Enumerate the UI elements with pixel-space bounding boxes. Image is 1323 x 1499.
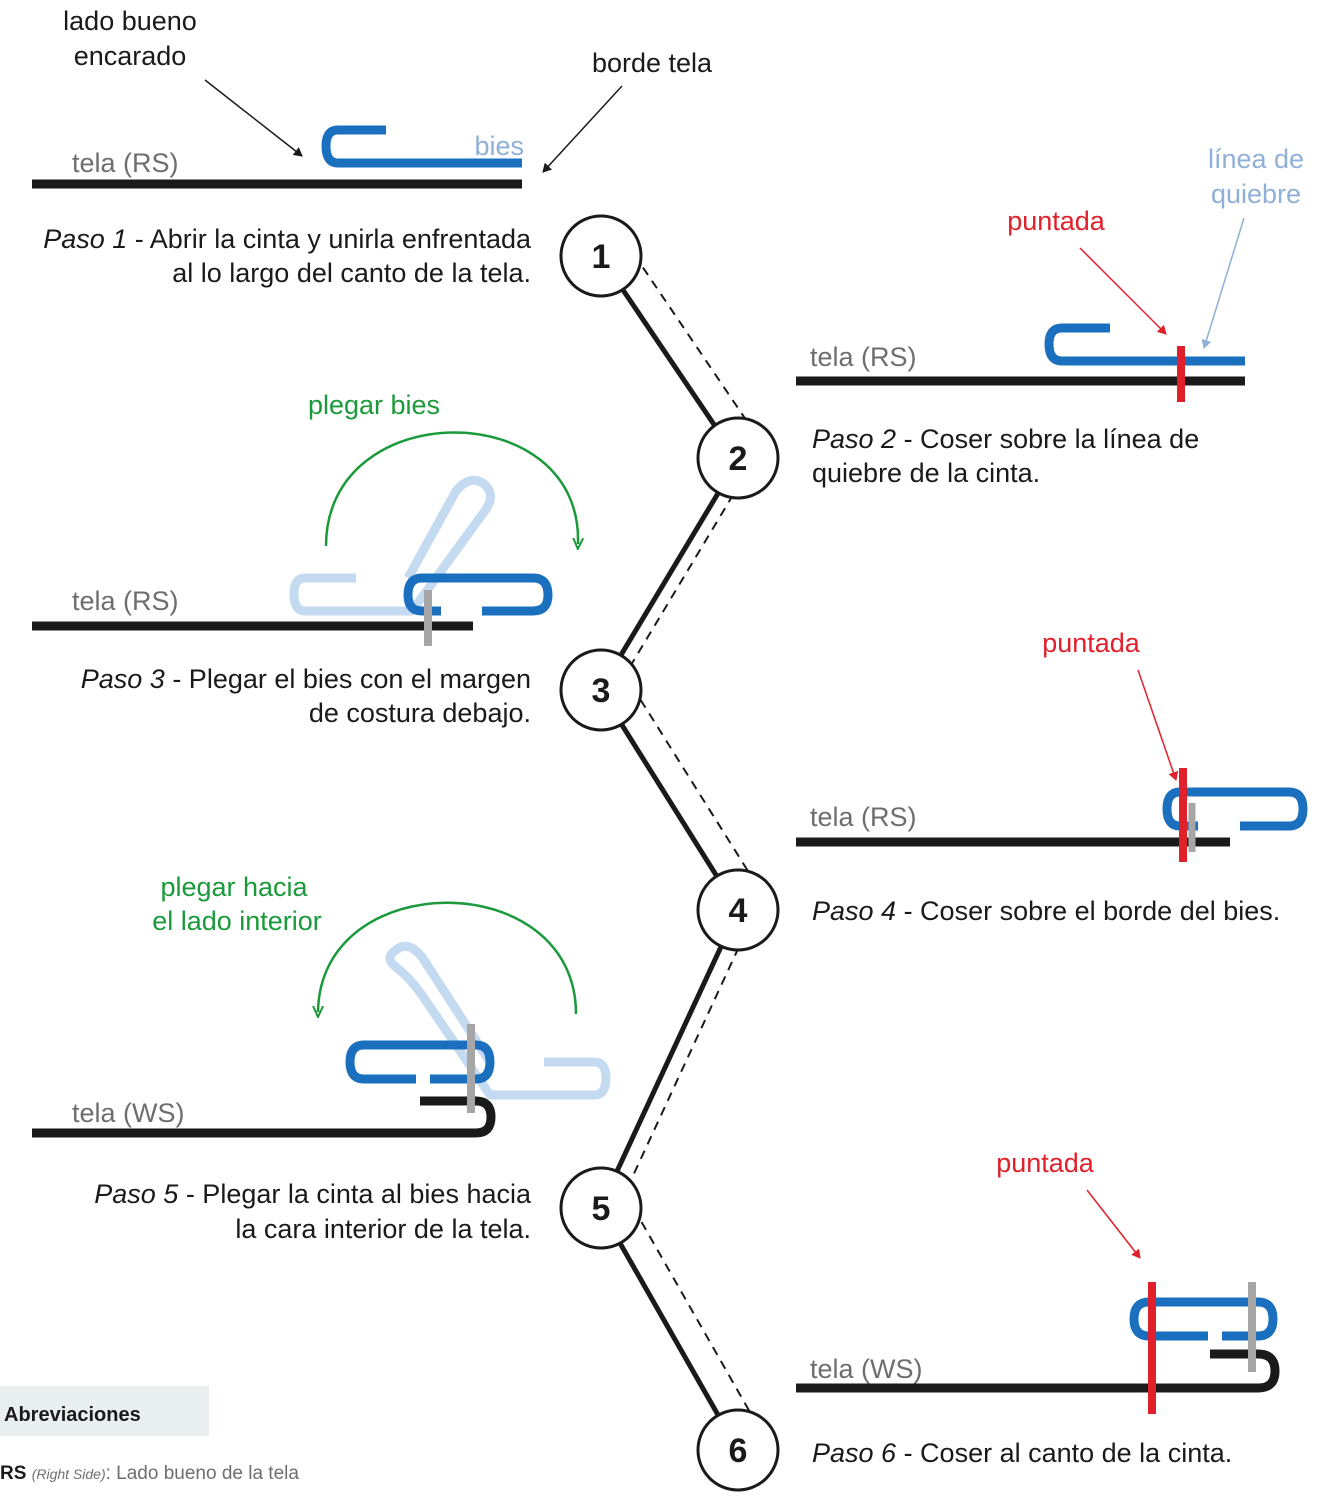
bias-tape [403, 573, 553, 616]
timeline-dashed-line [623, 240, 765, 1436]
fold-arrow [318, 901, 578, 1014]
step-number: 6 [729, 1432, 748, 1470]
step-4-illustration: puntada tela (RS) [796, 628, 1308, 862]
fabric-line [32, 1096, 496, 1138]
step-number: 1 [592, 238, 611, 276]
step-4-caption-line1: Paso 4 - Coser sobre el borde del bies. [812, 896, 1280, 926]
borde-tela-arrow [542, 85, 623, 173]
lado-bueno-arrow [204, 79, 303, 157]
bias-ghost [289, 475, 495, 616]
step-1-caption-line1: Paso 1 - Abrir la cinta y unirla enfrent… [43, 224, 532, 254]
step-circle-5: 5 [559, 1166, 643, 1250]
step-2-illustration: línea de quiebre puntada tela (RS) [796, 144, 1304, 402]
label-tela-ws: tela (WS) [72, 1098, 185, 1128]
label-tela-rs: tela (RS) [72, 586, 179, 616]
legend-title: Abreviaciones [4, 1404, 141, 1426]
puntada-arrow [1079, 247, 1167, 335]
step-circle-6: 6 [696, 1408, 780, 1492]
step-5-caption-line2: la cara interior de la tela. [235, 1214, 531, 1244]
step-number: 3 [592, 672, 611, 710]
label-bies: bies [474, 131, 524, 161]
linea-quiebre-arrow [1201, 217, 1245, 349]
label-tela-ws: tela (WS) [810, 1354, 923, 1384]
bias-tape [345, 1040, 495, 1084]
label-linea-quiebre-line1: línea de [1208, 144, 1304, 174]
step-5-illustration: plegar hacia el lado interior tela (WS) [32, 872, 611, 1138]
fold-arrow [324, 431, 578, 546]
step-3-illustration: plegar bies tela (RS) [32, 390, 578, 646]
label-lado-bueno-line1: lado bueno [63, 6, 197, 36]
legend-entry-rs: RS (Right Side): Lado bueno de la tela [0, 1463, 299, 1484]
bias-tape [321, 125, 522, 168]
label-plegar-hacia-line1: plegar hacia [160, 872, 308, 902]
bias-tape [1129, 1297, 1278, 1341]
step-number: 4 [729, 892, 748, 930]
bias-tape [1044, 323, 1245, 366]
step-2-caption-line1: Paso 2 - Coser sobre la línea de [812, 424, 1199, 454]
step-2-caption-line2: quiebre de la cinta. [812, 458, 1040, 488]
bias-ghost [385, 941, 611, 1100]
fabric-line [796, 1349, 1280, 1393]
step-6-caption-line1: Paso 6 - Coser al canto de la cinta. [812, 1438, 1232, 1468]
step-number: 2 [729, 440, 748, 478]
puntada-arrow [1137, 669, 1179, 781]
label-puntada: puntada [1042, 628, 1141, 658]
abbreviations-legend: Abreviaciones RS (Right Side): Lado buen… [0, 1386, 299, 1484]
label-puntada: puntada [996, 1148, 1095, 1178]
label-tela-rs: tela (RS) [810, 802, 917, 832]
step-1-illustration: lado bueno encarado borde tela tela (RS)… [32, 6, 713, 189]
step-circle-3: 3 [559, 648, 643, 732]
step-circle-2: 2 [696, 416, 780, 500]
legend-header-bg [0, 1386, 209, 1436]
label-plegar-hacia-line2: el lado interior [152, 906, 322, 936]
step-circle-4: 4 [696, 868, 780, 952]
label-plegar-bies: plegar bies [308, 390, 440, 420]
bias-tape [1162, 787, 1308, 831]
step-1-caption-line2: al lo largo del canto de la tela. [172, 258, 531, 288]
step-3-caption-line1: Paso 3 - Plegar el bies con el margen [81, 664, 531, 694]
label-tela-rs: tela (RS) [72, 148, 179, 178]
label-puntada: puntada [1007, 206, 1106, 236]
step-6-illustration: puntada tela (WS) [796, 1148, 1280, 1414]
label-lado-bueno-line2: encarado [74, 41, 187, 71]
label-linea-quiebre-line2: quiebre [1211, 179, 1301, 209]
label-tela-rs: tela (RS) [810, 342, 917, 372]
label-borde-tela: borde tela [592, 48, 713, 78]
step-circle-1: 1 [559, 214, 643, 298]
step-5-caption-line1: Paso 5 - Plegar la cinta al bies hacia [94, 1179, 532, 1209]
step-number: 5 [592, 1190, 611, 1228]
step-3-caption-line2: de costura debajo. [309, 698, 531, 728]
puntada-arrow [1086, 1189, 1141, 1259]
